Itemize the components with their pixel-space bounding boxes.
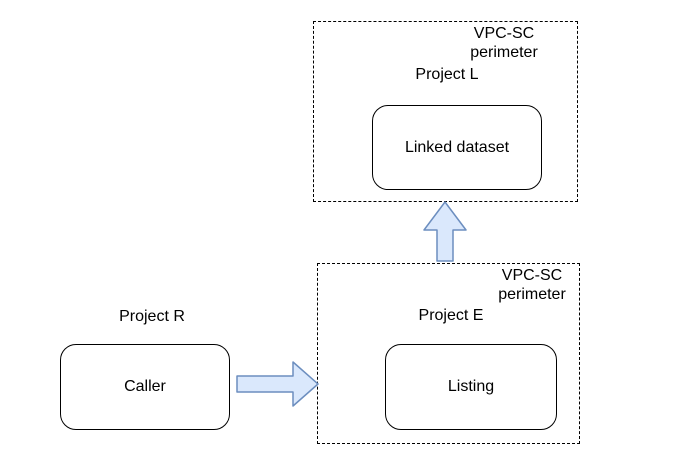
listing-node: Listing bbox=[385, 344, 557, 430]
caller-node: Caller bbox=[60, 344, 230, 430]
vpc-sc-perimeter-bottom-label: VPC-SC perimeter bbox=[482, 266, 582, 304]
arrow-right-icon bbox=[236, 361, 319, 407]
project-r-label: Project R bbox=[119, 308, 185, 325]
vpc-sc-perimeter-top-label-line1: VPC-SC bbox=[473, 25, 535, 42]
arrow-up-shape bbox=[423, 201, 467, 262]
project-l-label: Project L bbox=[415, 66, 479, 83]
vpc-sc-perimeter-top-label-line2: perimeter bbox=[470, 44, 538, 61]
project-e-label: Project E bbox=[418, 307, 484, 324]
vpc-sc-perimeter-bottom-label-line2: perimeter bbox=[498, 286, 566, 303]
linked-dataset-node: Linked dataset bbox=[372, 105, 542, 190]
vpc-sc-perimeter-bottom-label-line1: VPC-SC bbox=[501, 267, 563, 284]
vpc-sc-perimeter-top-label: VPC-SC perimeter bbox=[454, 24, 554, 62]
arrow-up-icon bbox=[423, 201, 467, 262]
listing-node-label: Listing bbox=[447, 378, 495, 395]
caller-node-label: Caller bbox=[124, 378, 166, 395]
linked-dataset-node-label: Linked dataset bbox=[404, 138, 510, 156]
vpc-sc-perimeter-bottom-box bbox=[317, 263, 580, 444]
arrow-right-shape bbox=[236, 361, 319, 407]
